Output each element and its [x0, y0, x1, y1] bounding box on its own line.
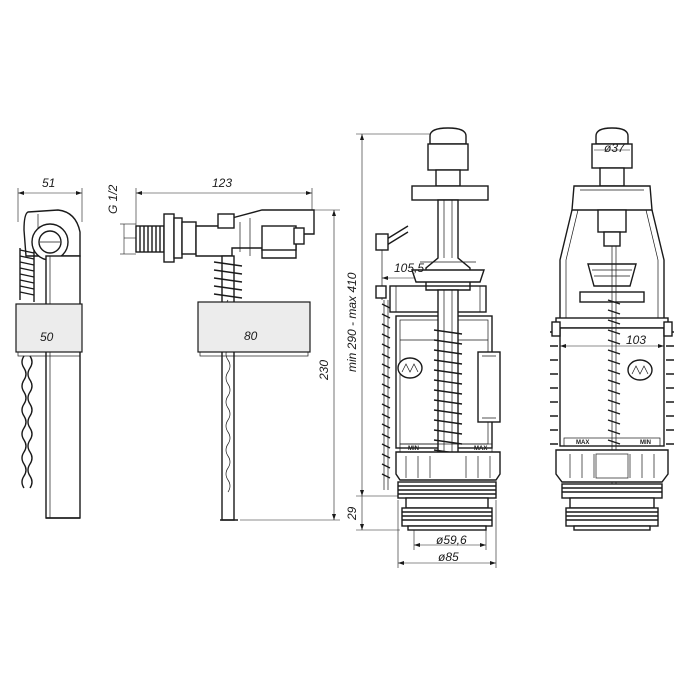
flush-side-max: MAX [474, 446, 487, 452]
threaded-inlet [135, 213, 197, 263]
label-thread: G 1/2 [106, 184, 120, 214]
label-230: 230 [317, 360, 331, 381]
label-height-range: min 290 - max 410 [345, 272, 359, 372]
flush-front-min: MIN [640, 440, 651, 446]
label-105-5: 105,5 [394, 261, 424, 275]
fill-valve-side-view: 50 [15, 188, 83, 519]
flush-front-max: MAX [576, 440, 589, 446]
label-dia-37: ø37 [604, 141, 626, 155]
flush-valve-side-view: MIN MAX [356, 127, 501, 568]
label-51: 51 [42, 176, 55, 190]
label-123: 123 [212, 176, 232, 190]
flush-valve-front-view: MAX MIN [550, 127, 674, 531]
label-dia-85: ø85 [438, 550, 459, 564]
fill-valve-front-view: 80 [120, 188, 315, 521]
side-chain [19, 248, 35, 302]
label-29: 29 [345, 506, 359, 521]
label-dia-59-6: ø59,6 [436, 533, 467, 547]
label-103: 103 [626, 333, 646, 347]
flush-side-min: MIN [408, 446, 419, 452]
dim-230 [240, 209, 340, 521]
label-front-band: 80 [244, 329, 258, 343]
bead-chain [21, 355, 33, 489]
label-side-band: 50 [40, 330, 54, 344]
